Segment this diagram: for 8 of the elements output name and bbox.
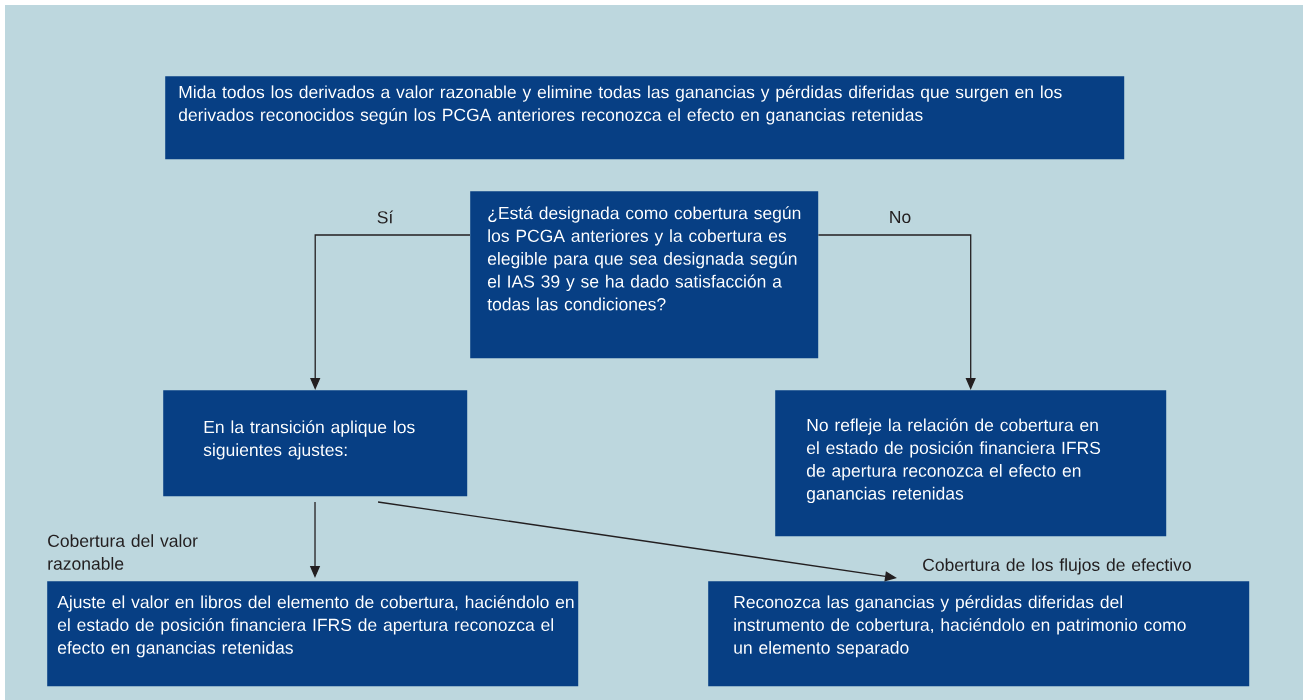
process-box: En la transición aplique los siguientes ajustes: bbox=[163, 390, 468, 497]
branch-label: Cobertura del valor razonable bbox=[48, 534, 198, 570]
process-box: Mida todos los derivados a valor razonable y elimine todas las ganancias y pérdidas diferidas que surgen en los derivados reconocidos según los PCGA anteriores reconozca el efecto en ganancias retenidas bbox=[165, 76, 1125, 160]
process-box: Reconozca las ganancias y pérdidas diferidas del instrumento de cobertura, haciéndolo en patrimonio como un elemento separado bbox=[708, 581, 1250, 687]
branch-label: Cobertura de los flujos de efectivo bbox=[923, 558, 1191, 575]
process-box: No refleje la relación de cobertura en el estado de posición financiera IFRS de apertura reconozca el efecto en ganancias retenidas bbox=[775, 390, 1167, 537]
process-box: Ajuste el valor en libros del elemento de cobertura, haciéndolo en el estado de posición financiera IFRS de apertura reconozca el efecto en ganancias retenidas bbox=[47, 581, 579, 687]
process-box: ¿Está designada como cobertura según los PCGA anteriores y la cobertura es elegible para que sea designada según el IAS 39 y se ha dado satisfacción a todas las condiciones? bbox=[470, 191, 819, 359]
